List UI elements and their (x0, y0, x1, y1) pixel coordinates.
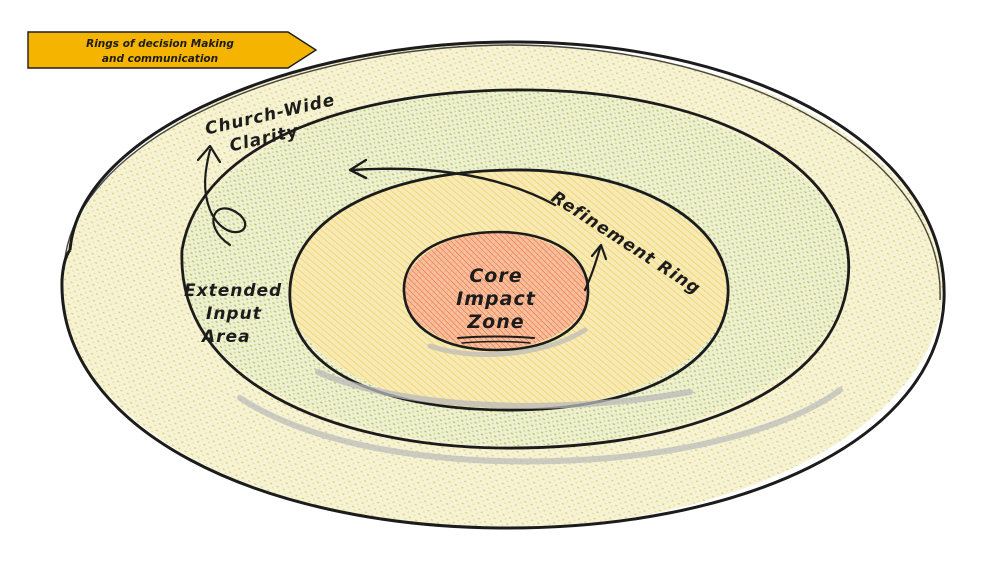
banner-line-2: and communication (102, 53, 218, 65)
extended-input-area-label: Extended Input Area (184, 281, 282, 347)
arrow-extended-to-outer (196, 144, 247, 247)
extended-label-line-3: Area (200, 327, 251, 347)
extended-label-line-1: Extended (184, 281, 282, 301)
arrow-refinement-to-extended (348, 158, 557, 207)
core-label-line-1: Core (469, 265, 522, 287)
core-impact-zone (402, 230, 590, 357)
extended-label-line-2: Input (206, 304, 262, 324)
core-label-line-2: Impact (456, 288, 536, 310)
banner-line-1: Rings of decision Making (86, 38, 234, 50)
core-label: Core Impact Zone (456, 265, 536, 344)
core-label-line-3: Zone (466, 311, 524, 333)
arrow-core-to-refinement (583, 243, 608, 292)
title-banner: Rings of decision Making and communicati… (27, 31, 318, 69)
